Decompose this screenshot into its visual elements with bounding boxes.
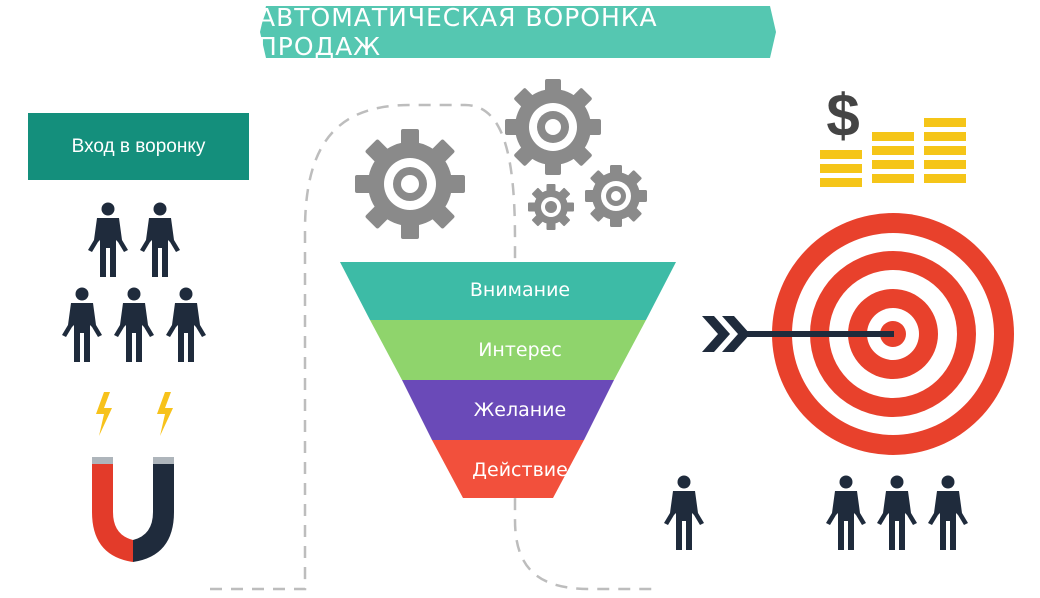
person-icon	[664, 475, 704, 550]
funnel-stage-attention	[340, 262, 676, 320]
arrow-icon	[702, 316, 894, 352]
person-icon	[166, 287, 206, 362]
person-icon	[140, 202, 180, 277]
funnel-stage-interest	[370, 320, 646, 380]
funnel-stage-label: Действие	[472, 459, 568, 481]
lightning-icon	[157, 392, 173, 436]
dollar-icon: $	[826, 82, 859, 149]
page-title: АВТОМАТИЧЕСКАЯ ВОРОНКА ПРОДАЖ	[258, 3, 658, 61]
funnel-stage-label: Желание	[473, 399, 567, 421]
person-icon	[928, 475, 968, 550]
gear-icon-medium	[585, 165, 647, 227]
gear-icon-small	[528, 184, 574, 230]
funnel-stage-label: Внимание	[469, 279, 571, 301]
funnel-stage-action	[432, 440, 584, 498]
coin-stack-icon	[820, 118, 966, 187]
funnel-stage-desire	[402, 380, 614, 440]
person-icon	[877, 475, 917, 550]
gear-icon-large	[355, 129, 465, 239]
people-group-right	[664, 475, 968, 550]
funnel-entry-label: Вход в воронку	[28, 113, 249, 180]
person-icon	[114, 287, 154, 362]
sales-funnel	[340, 262, 676, 498]
person-icon	[826, 475, 866, 550]
magnet-icon	[92, 457, 174, 562]
lightning-icon	[96, 392, 112, 436]
person-icon	[62, 287, 102, 362]
title-banner: АВТОМАТИЧЕСКАЯ ВОРОНКА ПРОДАЖ	[258, 3, 778, 61]
funnel-stage-label: Интерес	[478, 339, 562, 361]
people-group-left	[62, 202, 206, 362]
dashed-path	[210, 103, 660, 591]
person-icon	[88, 202, 128, 277]
banner-shape	[260, 6, 776, 58]
gear-icon-top	[505, 79, 601, 175]
